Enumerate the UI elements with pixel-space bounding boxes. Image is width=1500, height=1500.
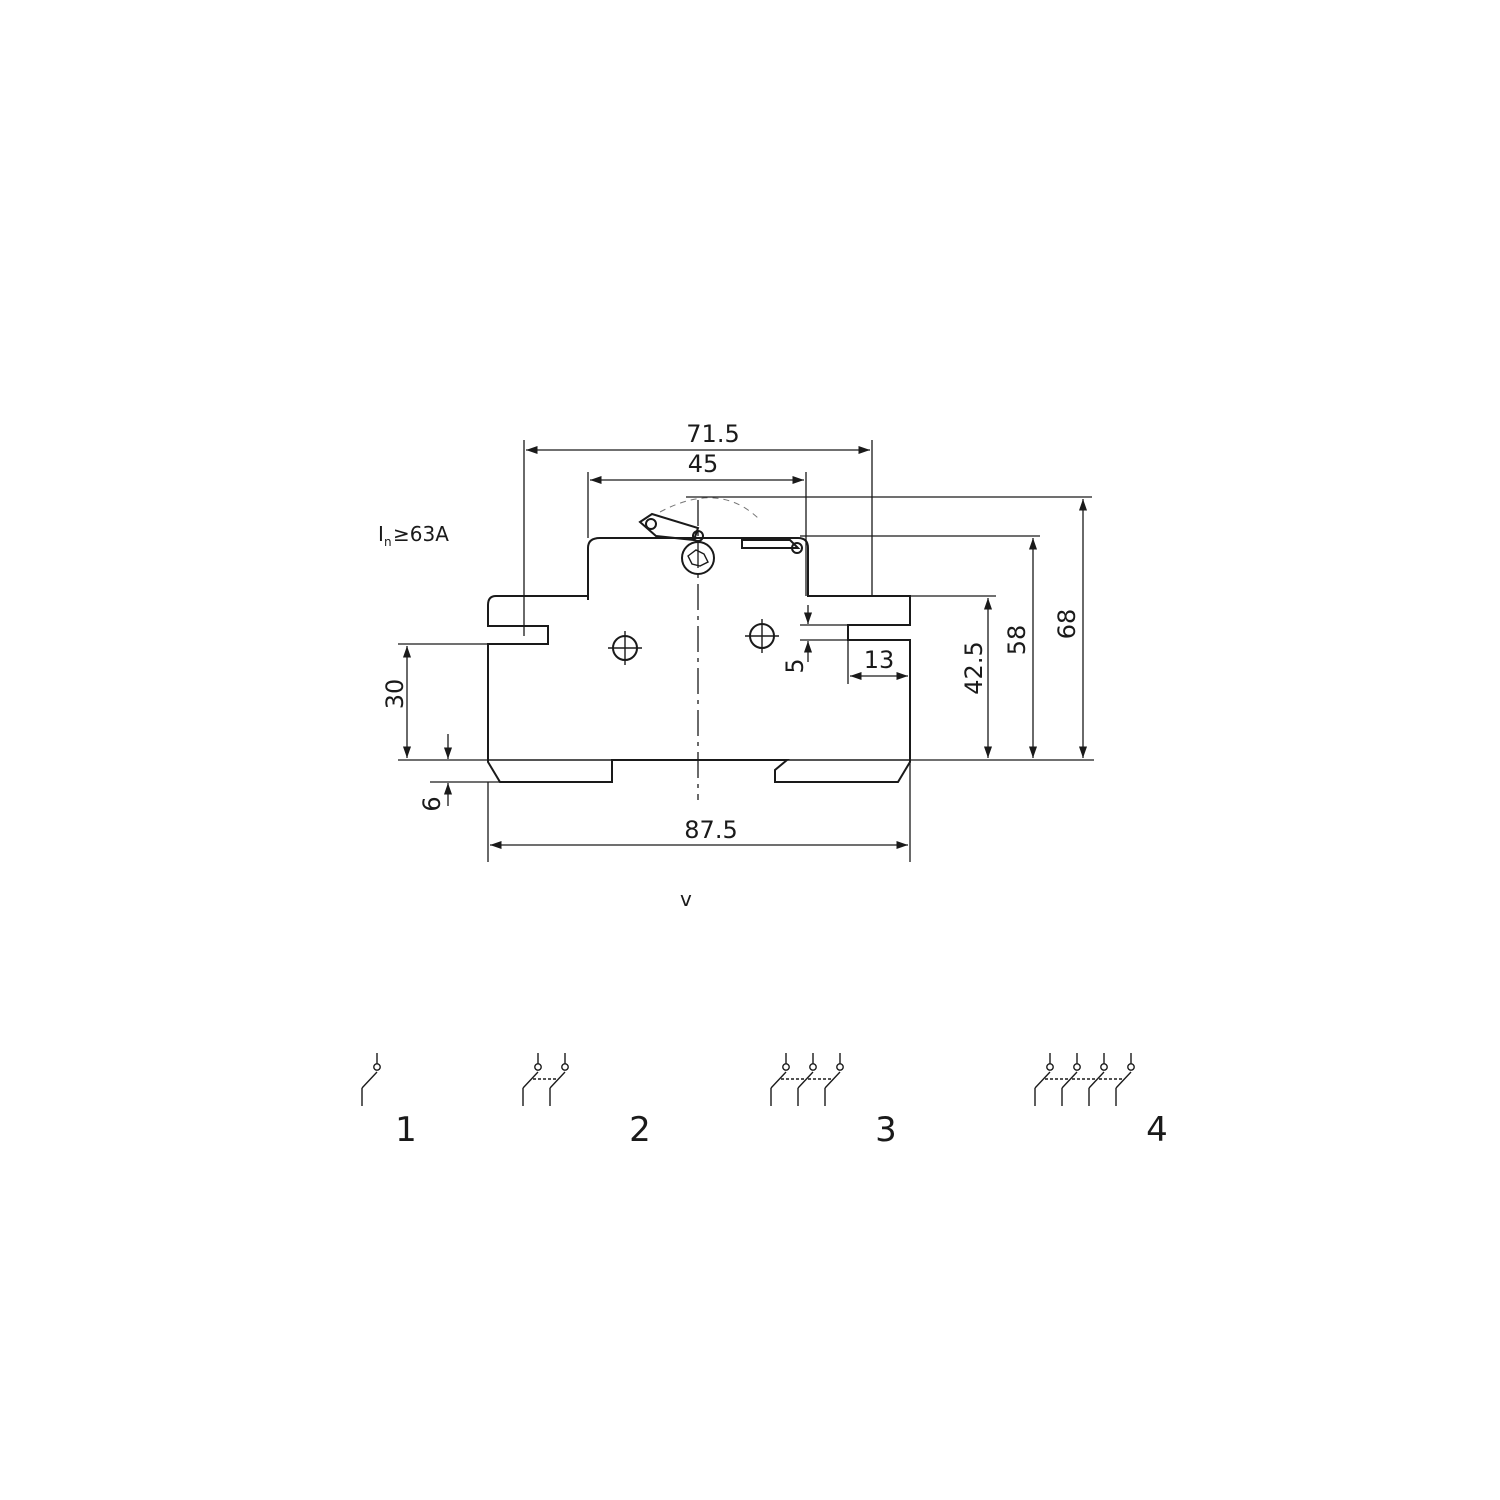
terminal-screw-left xyxy=(608,631,642,665)
pole-symbols: 1 2 3 4 xyxy=(361,1053,1168,1150)
handle-swing-arc xyxy=(659,497,761,521)
dim-45 xyxy=(587,472,807,596)
dim-label-68: 68 xyxy=(1053,609,1081,640)
pole-label-1: 1 xyxy=(395,1110,417,1150)
dim-87-5 xyxy=(487,762,911,862)
pole-symbol-4: 4 xyxy=(1034,1053,1168,1150)
pole-symbol-2: 2 xyxy=(522,1053,651,1150)
toggle-handle xyxy=(638,497,803,575)
switch-contact xyxy=(522,1053,542,1106)
pole-symbol-3: 3 xyxy=(770,1053,897,1150)
dim-label-71-5: 71.5 xyxy=(686,420,739,448)
switch-contact xyxy=(781,1053,817,1106)
stray-mark: v xyxy=(680,887,692,911)
dim-68 xyxy=(686,496,1092,758)
dim-label-42-5: 42.5 xyxy=(960,641,988,694)
dim-71-5 xyxy=(523,440,873,636)
dim-30 xyxy=(398,643,548,761)
switch-contact xyxy=(1072,1053,1108,1106)
terminal-screw-right xyxy=(745,619,779,653)
switch-contact xyxy=(361,1053,381,1106)
dim-label-13: 13 xyxy=(864,646,895,674)
dim-58 xyxy=(800,535,1040,758)
switch-contact xyxy=(808,1053,844,1106)
switch-contact xyxy=(770,1053,790,1106)
dim-label-58: 58 xyxy=(1003,625,1031,656)
dim-label-45: 45 xyxy=(688,450,719,478)
pole-symbol-1: 1 xyxy=(361,1053,417,1150)
dim-label-6: 6 xyxy=(418,796,446,811)
dim-42-5 xyxy=(910,595,996,758)
handle-lever xyxy=(638,512,700,542)
pole-label-4: 4 xyxy=(1146,1110,1168,1150)
switch-contact xyxy=(1045,1053,1081,1106)
rating-value: ≥63A xyxy=(393,522,449,546)
dim-6 xyxy=(430,734,500,806)
pole-label-3: 3 xyxy=(875,1110,897,1150)
rating-subscript: n xyxy=(384,535,392,549)
dim-13 xyxy=(847,640,908,684)
dim-label-5: 5 xyxy=(781,658,809,673)
dim-label-30: 30 xyxy=(381,679,409,710)
rating-symbol: I xyxy=(378,522,384,546)
handle-pivot xyxy=(645,518,657,530)
trip-lever xyxy=(741,539,801,549)
reset-knob-mark xyxy=(687,549,709,567)
switch-contact xyxy=(533,1053,569,1106)
rating-note: I n ≥63A xyxy=(378,522,449,549)
dim-5 xyxy=(800,605,848,662)
dim-label-87-5: 87.5 xyxy=(684,816,737,844)
switch-contact xyxy=(1034,1053,1054,1106)
switch-contact xyxy=(1099,1053,1135,1106)
pole-label-2: 2 xyxy=(629,1110,651,1150)
trip-lever-pin xyxy=(791,542,803,554)
